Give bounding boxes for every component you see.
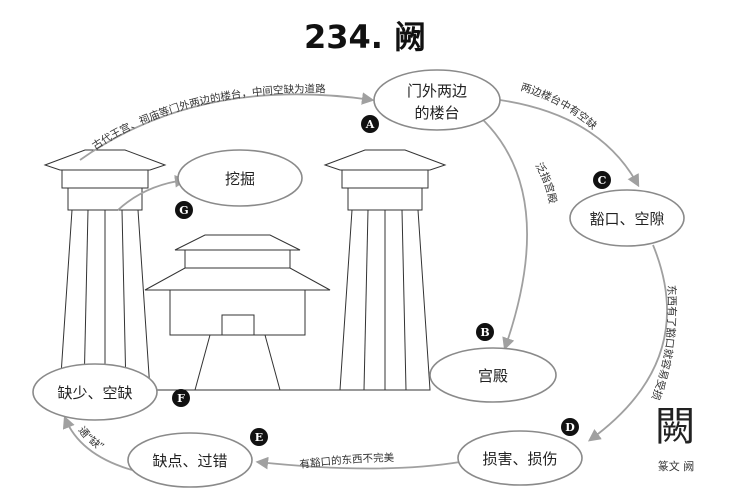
svg-text:古代王宫、祠庙等门外两边的楼台，中间空缺为道路: 古代王宫、祠庙等门外两边的楼台，中间空缺为道路 <box>90 82 327 152</box>
node-D: 损害、损伤 D <box>457 418 583 486</box>
badge-F: F <box>177 392 185 405</box>
edge-E-F <box>62 415 133 471</box>
page-title: 234. 阙 <box>304 18 426 56</box>
badge-A: A <box>365 118 375 131</box>
edge-C-D <box>587 244 668 442</box>
right-tower <box>323 149 447 391</box>
edge-label-A-B: 泛指宫殿 <box>533 161 559 206</box>
node-A-label-1: 门外两边 <box>407 82 467 100</box>
node-E-label: 缺点、过错 <box>152 452 227 470</box>
node-B: 宫殿 B <box>429 323 557 403</box>
node-F: 缺少、空缺 F <box>32 363 190 421</box>
node-C-label: 豁口、空隙 <box>589 210 664 228</box>
node-F-label: 缺少、空缺 <box>57 384 132 402</box>
svg-text:通“缺”: 通“缺” <box>76 425 107 454</box>
seal-character: 闕 篆文 阙 <box>655 404 695 473</box>
node-A: 门外两边 的楼台 A <box>361 69 501 133</box>
palace-illustration <box>43 149 447 391</box>
node-E: 缺点、过错 E <box>127 428 268 488</box>
edge-D-E <box>255 456 461 470</box>
badge-E: E <box>255 431 263 444</box>
edge-to-A <box>79 92 375 161</box>
svg-text:东西有了豁口就容易受损: 东西有了豁口就容易受损 <box>649 285 679 403</box>
palace-hall <box>144 234 340 391</box>
seal-glyph: 闕 <box>655 404 695 450</box>
edge-A-C <box>499 99 640 188</box>
node-G-label: 挖掘 <box>225 170 255 188</box>
node-G: 挖掘 G <box>175 149 303 219</box>
edge-label-E-F: 通“缺” <box>76 425 107 454</box>
badge-D: D <box>565 421 575 434</box>
seal-caption: 篆文 阙 <box>658 459 695 473</box>
edge-A-B <box>477 114 528 351</box>
svg-text:泛指宫殿: 泛指宫殿 <box>533 161 559 206</box>
node-D-label: 损害、损伤 <box>482 450 557 468</box>
badge-G: G <box>179 204 188 217</box>
node-B-label: 宫殿 <box>478 367 508 385</box>
badge-B: B <box>480 326 489 339</box>
edge-F-G <box>117 175 188 211</box>
node-A-label-2: 的楼台 <box>414 104 459 122</box>
badge-C: C <box>598 174 607 187</box>
edge-label-C-D: 东西有了豁口就容易受损 <box>649 285 679 403</box>
edge-label-to-A: 古代王宫、祠庙等门外两边的楼台，中间空缺为道路 <box>90 82 327 152</box>
left-tower <box>43 149 167 391</box>
node-C: 豁口、空隙 C <box>569 171 685 247</box>
